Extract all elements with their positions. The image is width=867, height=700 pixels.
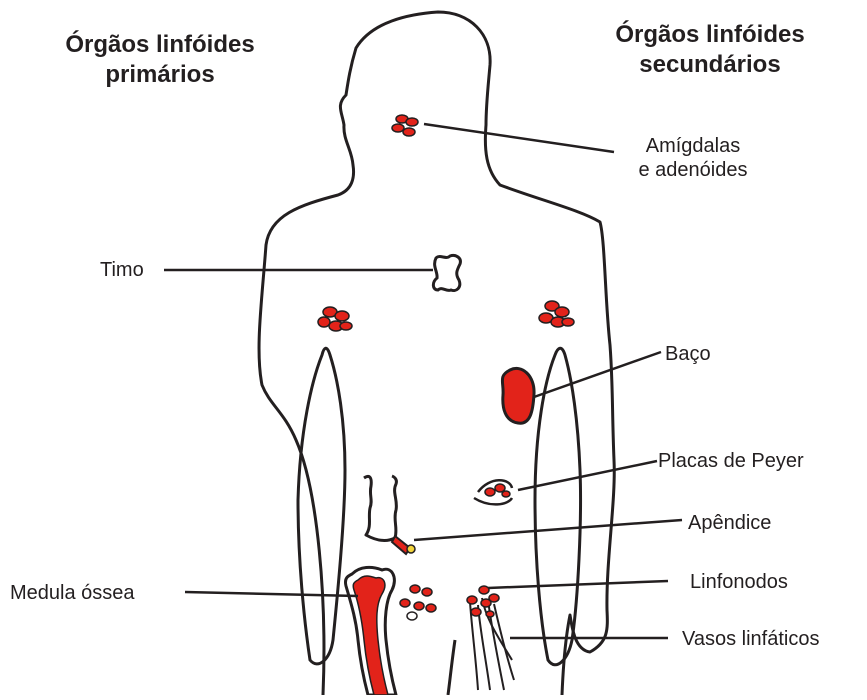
label-amigdalas: Amígdalas e adenóides <box>618 134 768 182</box>
appendix-organ <box>392 536 415 554</box>
leader-apendice <box>414 520 682 540</box>
left-axillary-nodes <box>318 307 352 331</box>
right-arm <box>535 348 581 665</box>
heading-secondary-line2: secundários <box>580 50 840 80</box>
label-peyer: Placas de Peyer <box>658 449 804 473</box>
peyer-patches <box>474 480 512 504</box>
colon-outline <box>364 476 396 541</box>
thymus-organ <box>433 255 460 290</box>
label-apendice: Apêndice <box>688 511 771 535</box>
leader-amigdalas <box>424 124 614 152</box>
left-arm <box>298 348 345 664</box>
inguinal-nodes <box>400 585 436 620</box>
label-linfonodos: Linfonodos <box>690 570 788 594</box>
label-vasos: Vasos linfáticos <box>682 627 819 651</box>
label-medula: Medula óssea <box>10 581 135 605</box>
leader-medula <box>185 592 358 596</box>
leader-peyer <box>518 461 657 490</box>
leg-lymph-nodes <box>467 586 499 617</box>
right-axillary-nodes <box>539 301 574 327</box>
spleen-organ <box>502 368 534 423</box>
label-baco: Baço <box>665 342 711 366</box>
heading-primary-line1: Órgãos linfóides <box>30 30 290 60</box>
body-outline <box>259 12 614 695</box>
heading-primary: Órgãos linfóides primários <box>30 30 290 90</box>
label-amigdalas-line2: e adenóides <box>618 158 768 182</box>
heading-secondary-line1: Órgãos linfóides <box>580 20 840 50</box>
heading-secondary: Órgãos linfóides secundários <box>580 20 840 80</box>
tonsil-cluster <box>392 115 418 136</box>
heading-primary-line2: primários <box>30 60 290 90</box>
label-timo: Timo <box>100 258 144 282</box>
leader-lines <box>164 124 682 638</box>
label-amigdalas-line1: Amígdalas <box>618 134 768 158</box>
